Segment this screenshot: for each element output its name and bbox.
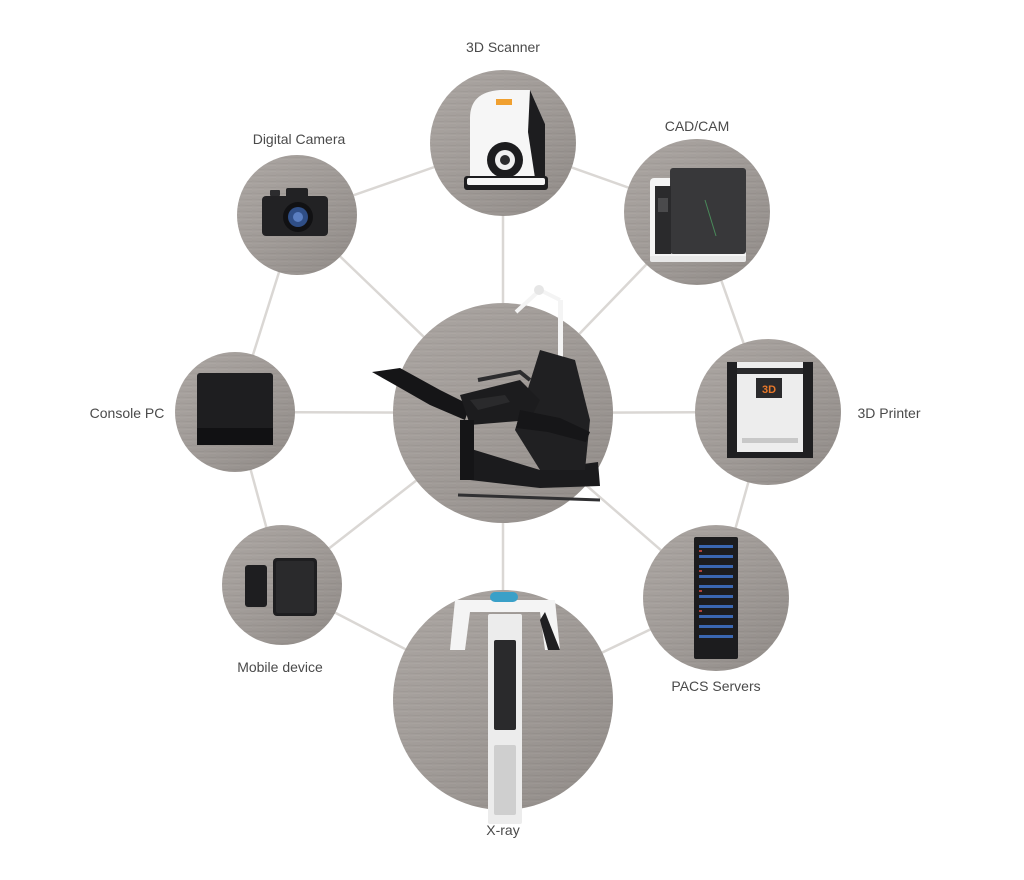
printer-badge: 3D xyxy=(762,384,776,396)
3d-printer-icon: 3D xyxy=(727,362,813,458)
node-label-x-ray: X-ray xyxy=(486,822,519,838)
cad-cam-mill-icon xyxy=(650,168,746,262)
node-3d-printer: 3D 3D Printer xyxy=(695,339,921,485)
node-x-ray: X-ray xyxy=(393,590,613,838)
node-label-3d-printer: 3D Printer xyxy=(857,405,920,421)
dental-chair-icon xyxy=(372,285,601,502)
node-label-3d-scanner: 3D Scanner xyxy=(466,39,540,55)
3d-scanner-icon xyxy=(464,90,548,190)
node-label-cad-cam: CAD/CAM xyxy=(665,118,730,134)
node-console-pc: Console PC xyxy=(90,352,295,472)
digital-camera-icon xyxy=(262,188,328,236)
node-label-pacs-servers: PACS Servers xyxy=(671,678,760,694)
mobile-devices-icon xyxy=(245,558,317,616)
console-pc-icon xyxy=(197,373,273,445)
hub-dental-chair xyxy=(372,285,613,523)
node-mobile-device: Mobile device xyxy=(222,525,342,675)
node-pacs-servers: PACS Servers xyxy=(643,525,789,694)
node-3d-scanner: 3D Scanner xyxy=(430,39,576,216)
x-ray-machine-icon xyxy=(450,592,560,824)
node-label-digital-camera: Digital Camera xyxy=(253,131,346,147)
node-label-console-pc: Console PC xyxy=(90,405,165,421)
node-label-mobile-device: Mobile device xyxy=(237,659,323,675)
server-rack-icon xyxy=(694,537,738,659)
node-cad-cam: CAD/CAM xyxy=(624,118,770,285)
node-digital-camera: Digital Camera xyxy=(237,131,357,275)
